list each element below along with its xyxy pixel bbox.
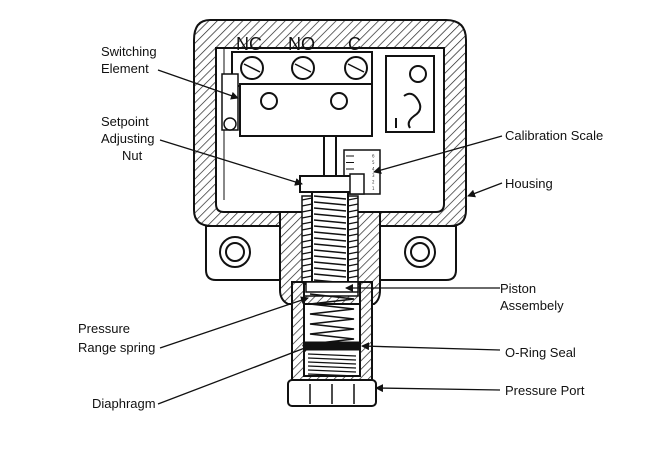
spring-coil (309, 293, 355, 345)
plunger-rod (323, 135, 337, 179)
pressure-range-spring (309, 293, 355, 345)
thread-line (301, 203, 313, 207)
diaphragm-line (307, 365, 357, 369)
diaphragm-line (307, 357, 357, 361)
callout-labels: Switching Element Setpoint Adjusting Nut… (78, 44, 603, 411)
thread-line (301, 269, 313, 273)
thread-line (347, 251, 359, 255)
label-piston-assembly: Piston Assembely (500, 281, 564, 313)
label-switching-element: Switching Element (101, 44, 160, 76)
leader-o-ring-seal (361, 342, 501, 351)
leader-pressure-range-spring (159, 296, 309, 349)
scale-tick-label: 3 (372, 173, 375, 178)
thread-line (313, 225, 347, 230)
thread-line (301, 263, 313, 267)
thread-line (313, 255, 347, 260)
thread-line (347, 269, 359, 273)
pressure-port-body (287, 281, 377, 407)
leader-switching-element (157, 69, 239, 100)
thread-line (313, 207, 347, 212)
terminal-nc-label: NC (236, 34, 262, 54)
scale-tick-label: 1 (372, 186, 375, 191)
thread-line (313, 195, 347, 200)
label-housing: Housing (505, 176, 553, 191)
thread-line (313, 237, 347, 242)
diaphragm-line (307, 369, 357, 373)
thread-line (301, 197, 313, 201)
label-o-ring-seal: O-Ring Seal (505, 345, 576, 360)
terminal-no-label: NO (288, 34, 315, 54)
thread-line (301, 251, 313, 255)
leader-pressure-port (375, 384, 501, 393)
o-ring-seal (303, 341, 361, 351)
thread-line (301, 215, 313, 219)
thread-line (347, 203, 359, 207)
thread-line (347, 233, 359, 237)
thread-line (301, 245, 313, 249)
leader-calibration-scale (373, 135, 503, 174)
label-setpoint-nut: Setpoint Adjusting Nut (101, 114, 158, 163)
thread-line (347, 263, 359, 267)
thread-line (313, 273, 347, 278)
adjustment-bracket (385, 55, 435, 133)
thread-line (347, 245, 359, 249)
thread-line (313, 219, 347, 224)
thread-line (347, 215, 359, 219)
thread-line (301, 239, 313, 243)
label-pressure-port: Pressure Port (505, 383, 585, 398)
diaphragm-line (307, 353, 357, 357)
thread-line (313, 201, 347, 206)
thread-line (347, 257, 359, 261)
thread-line (313, 261, 347, 266)
thread-line (347, 227, 359, 231)
thread-line (347, 209, 359, 213)
thread-line (301, 275, 313, 279)
thread-line (347, 239, 359, 243)
thread-line (301, 257, 313, 261)
label-pressure-range-spring: Pressure Range spring (78, 321, 155, 355)
leader-diaphragm (157, 344, 311, 405)
scale-tick-label: 6 (372, 154, 375, 159)
thread-line (347, 197, 359, 201)
leader-lines (157, 69, 503, 405)
label-diaphragm: Diaphragm (92, 396, 156, 411)
thread-line (347, 275, 359, 279)
thread-line (301, 209, 313, 213)
diaphragm-line (307, 361, 357, 365)
switching-element: NC NO C (221, 34, 373, 137)
thread-line (313, 243, 347, 248)
diaphragm-line (307, 373, 357, 377)
thread-line (301, 227, 313, 231)
thread-line (347, 221, 359, 225)
thread-line (301, 233, 313, 237)
leader-housing (467, 182, 503, 198)
thread-line (313, 267, 347, 272)
thread-line (313, 249, 347, 254)
diaphragm (307, 353, 357, 377)
scale-tick-label: 2 (372, 180, 375, 185)
piston-assembly (305, 281, 359, 293)
thread-line (313, 231, 347, 236)
thread-line (301, 221, 313, 225)
thread-line (313, 213, 347, 218)
label-calibration-scale: Calibration Scale (505, 128, 603, 143)
leader-setpoint-nut (159, 139, 303, 186)
terminal-screws (240, 56, 368, 80)
terminal-c-label: C (348, 34, 361, 54)
scale-tick-label: 5 (372, 160, 375, 165)
